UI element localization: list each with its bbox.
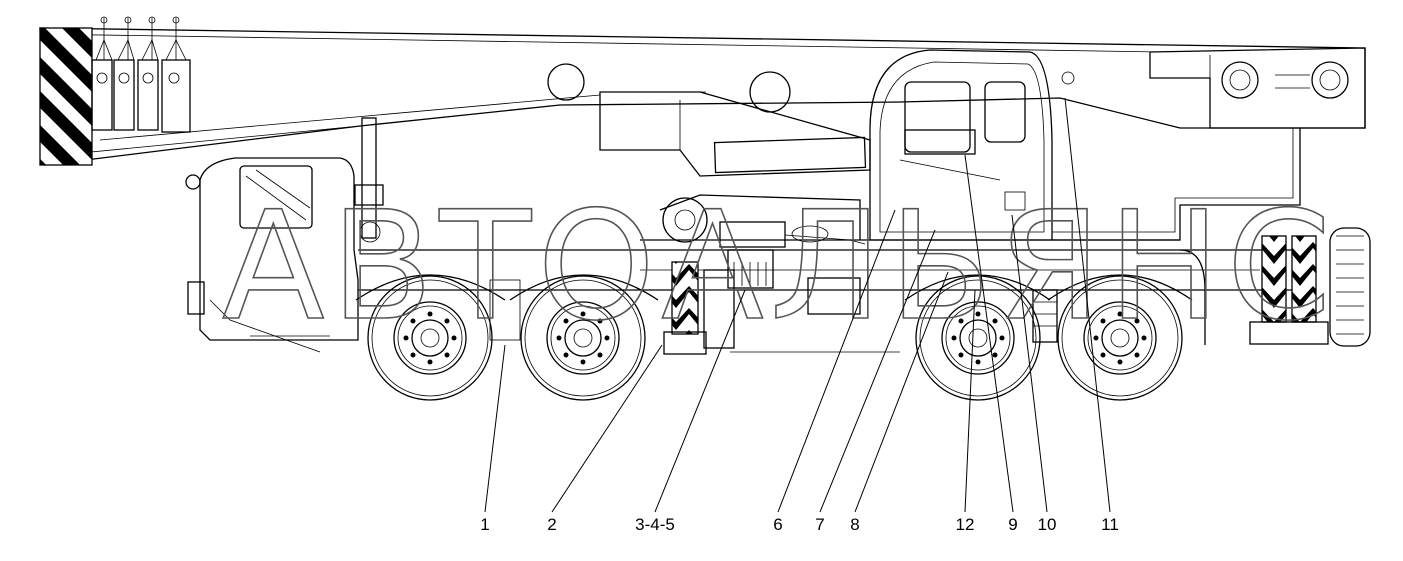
- callout-label-12: 12: [956, 515, 975, 534]
- callout-label-8: 8: [850, 515, 859, 534]
- fuel-tank: [807, 277, 861, 315]
- callout-label-6: 6: [773, 515, 782, 534]
- outrigger-front: [663, 261, 735, 355]
- spare-wheel: [1329, 227, 1371, 347]
- superstructure-body: [640, 128, 1301, 248]
- callout-leader-1: [484, 344, 506, 513]
- callout-label-7: 7: [815, 515, 824, 534]
- support-mast: [354, 117, 384, 243]
- callout-leader-11: [1064, 97, 1111, 513]
- callout-label-10: 10: [1038, 515, 1057, 534]
- fender-2: [509, 274, 659, 301]
- callout-leader-7: [819, 229, 936, 513]
- callout-label-3-4-5: 3-4-5: [635, 515, 675, 534]
- telescopic-boom: [39, 27, 1366, 166]
- callout-leader-12: [964, 289, 976, 513]
- callout-label-9: 9: [1008, 515, 1017, 534]
- callout-label-2: 2: [547, 515, 556, 534]
- callout-label-11: 11: [1101, 515, 1119, 534]
- luffing-cylinder: [599, 91, 871, 177]
- callout-leader-2: [551, 344, 663, 513]
- battery-box: [489, 279, 521, 341]
- hook-sheaves: [91, 16, 191, 133]
- control-panel: [727, 249, 774, 289]
- outrigger-rear: [1249, 235, 1329, 345]
- callout-leader-10: [1011, 214, 1048, 513]
- fender-4: [1047, 274, 1193, 301]
- fender-1: [355, 274, 506, 301]
- callout-leader-3-4-5: [654, 289, 746, 513]
- watermark: АВТОАЛЬЯНС: [222, 180, 1337, 354]
- carrier-cab: [185, 157, 359, 353]
- callout-leader-8: [854, 271, 949, 513]
- operator-cab: [869, 49, 1053, 241]
- callout-label-1: 1: [480, 515, 489, 534]
- callout-leader-9: [964, 154, 1014, 513]
- suspension-spring: [1032, 289, 1058, 343]
- callout-leader-6: [777, 209, 896, 513]
- boom-head: [39, 16, 191, 166]
